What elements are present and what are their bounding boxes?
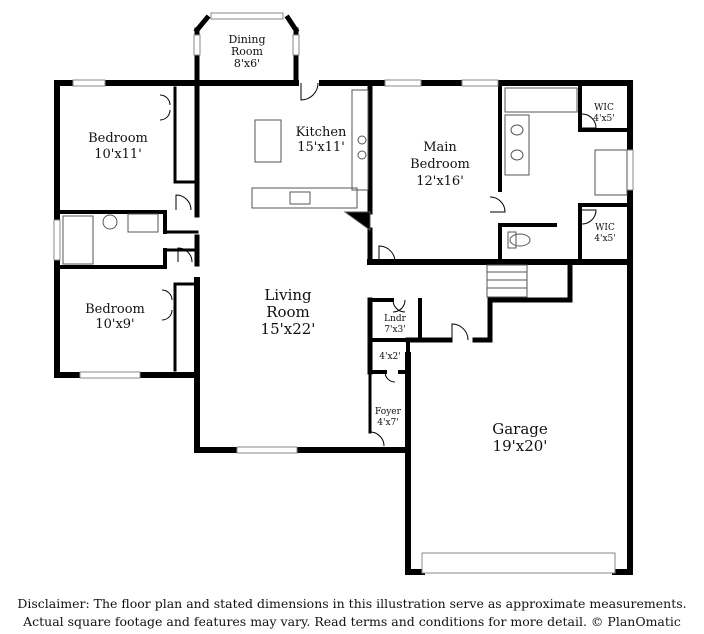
bedroom-bottom-label: Bedroom xyxy=(85,302,145,317)
doors xyxy=(159,82,597,447)
dining-room-label-2: Room xyxy=(231,45,264,58)
garage-label: Garage xyxy=(492,420,548,438)
foyer-label: Foyer xyxy=(375,407,402,417)
walls xyxy=(54,14,633,575)
laundry-label: Lndr xyxy=(384,314,407,324)
bedroom-bottom-size: 10'x9' xyxy=(95,317,134,332)
main-bedroom-size: 12'x16' xyxy=(416,174,464,189)
floor-plan: Dining Room 8'x6' Kitchen 15'x11' Main B… xyxy=(53,12,634,575)
main-bedroom-label-2: Bedroom xyxy=(410,157,470,172)
kitchen-label: Kitchen xyxy=(296,125,347,140)
fireplace-label: FP xyxy=(350,223,362,232)
living-room-label: Living xyxy=(264,286,312,304)
wic-top-label: WIC xyxy=(594,103,614,113)
wic-top-size: 4'x5' xyxy=(593,114,614,124)
disclaimer-line-1: Disclaimer: The floor plan and stated di… xyxy=(17,596,687,611)
main-bedroom-label: Main xyxy=(423,140,457,155)
disclaimer-line-2: Actual square footage and features may v… xyxy=(23,614,681,629)
wic-bottom-size: 4'x5' xyxy=(594,234,615,244)
bedroom-top-size: 10'x11' xyxy=(94,147,142,162)
wic-bottom-label: WIC xyxy=(595,223,615,233)
closet-size: 4'x2' xyxy=(379,352,400,362)
living-room-size: 15'x22' xyxy=(261,320,316,338)
laundry-size: 7'x3' xyxy=(384,325,405,335)
dining-room-label: Dining xyxy=(228,33,265,46)
garage-size: 19'x20' xyxy=(493,437,548,455)
kitchen-size: 15'x11' xyxy=(297,140,345,155)
living-room-label-2: Room xyxy=(266,303,310,321)
bedroom-top-label: Bedroom xyxy=(88,131,148,146)
dining-room-size: 8'x6' xyxy=(234,57,260,70)
fixtures xyxy=(62,87,628,298)
foyer-size: 4'x7' xyxy=(377,418,398,428)
windows xyxy=(53,12,634,574)
